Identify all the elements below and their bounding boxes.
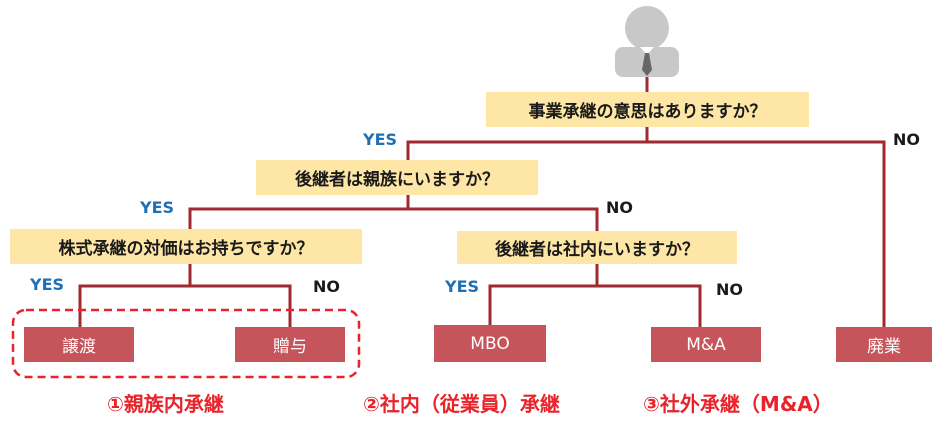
connector-q1-yes — [406, 140, 647, 160]
result-mbo: MBO — [434, 325, 546, 362]
connector-q3-yes — [78, 284, 190, 327]
result-transfer: 譲渡 — [24, 327, 134, 362]
connector-q4-no — [595, 264, 702, 327]
branch-label-q2-yes: YES — [140, 198, 175, 217]
result-closure: 廃業 — [836, 327, 932, 362]
branch-label-q3-yes: YES — [30, 275, 65, 294]
branch-label-q1-no: NO — [893, 130, 920, 149]
category-family-succession: ①親族内承継 — [107, 392, 224, 416]
question-share-transfer-funds: 株式承継の対価はお持ちですか？ — [10, 229, 362, 264]
question-business-succession-intent: 事業承継の意思はありますか？ — [486, 92, 809, 127]
category-internal-succession: ②社内（従業員）承継 — [363, 392, 560, 416]
person-icon — [615, 6, 679, 77]
result-m-and-a: M&A — [651, 327, 761, 362]
branch-label-q4-yes: YES — [445, 277, 480, 296]
question-successor-in-family: 後継者は親族にいますか？ — [256, 160, 538, 195]
family-succession-group-outline — [11, 308, 361, 379]
connector-q2-no — [406, 195, 599, 231]
question-successor-in-company: 後継者は社内にいますか？ — [457, 231, 737, 264]
connector-q1-no — [645, 127, 886, 327]
connector-q2-yes — [188, 207, 408, 229]
connector-q3-no — [188, 264, 292, 327]
result-gift: 贈与 — [235, 327, 345, 362]
branch-label-q3-no: NO — [313, 277, 340, 296]
category-external-succession: ③社外承継（M&A） — [643, 392, 833, 416]
branch-label-q4-no: NO — [716, 280, 743, 299]
branch-label-q1-yes: YES — [363, 130, 398, 149]
branch-label-q2-no: NO — [606, 198, 633, 217]
connector-q4-yes — [488, 284, 597, 325]
